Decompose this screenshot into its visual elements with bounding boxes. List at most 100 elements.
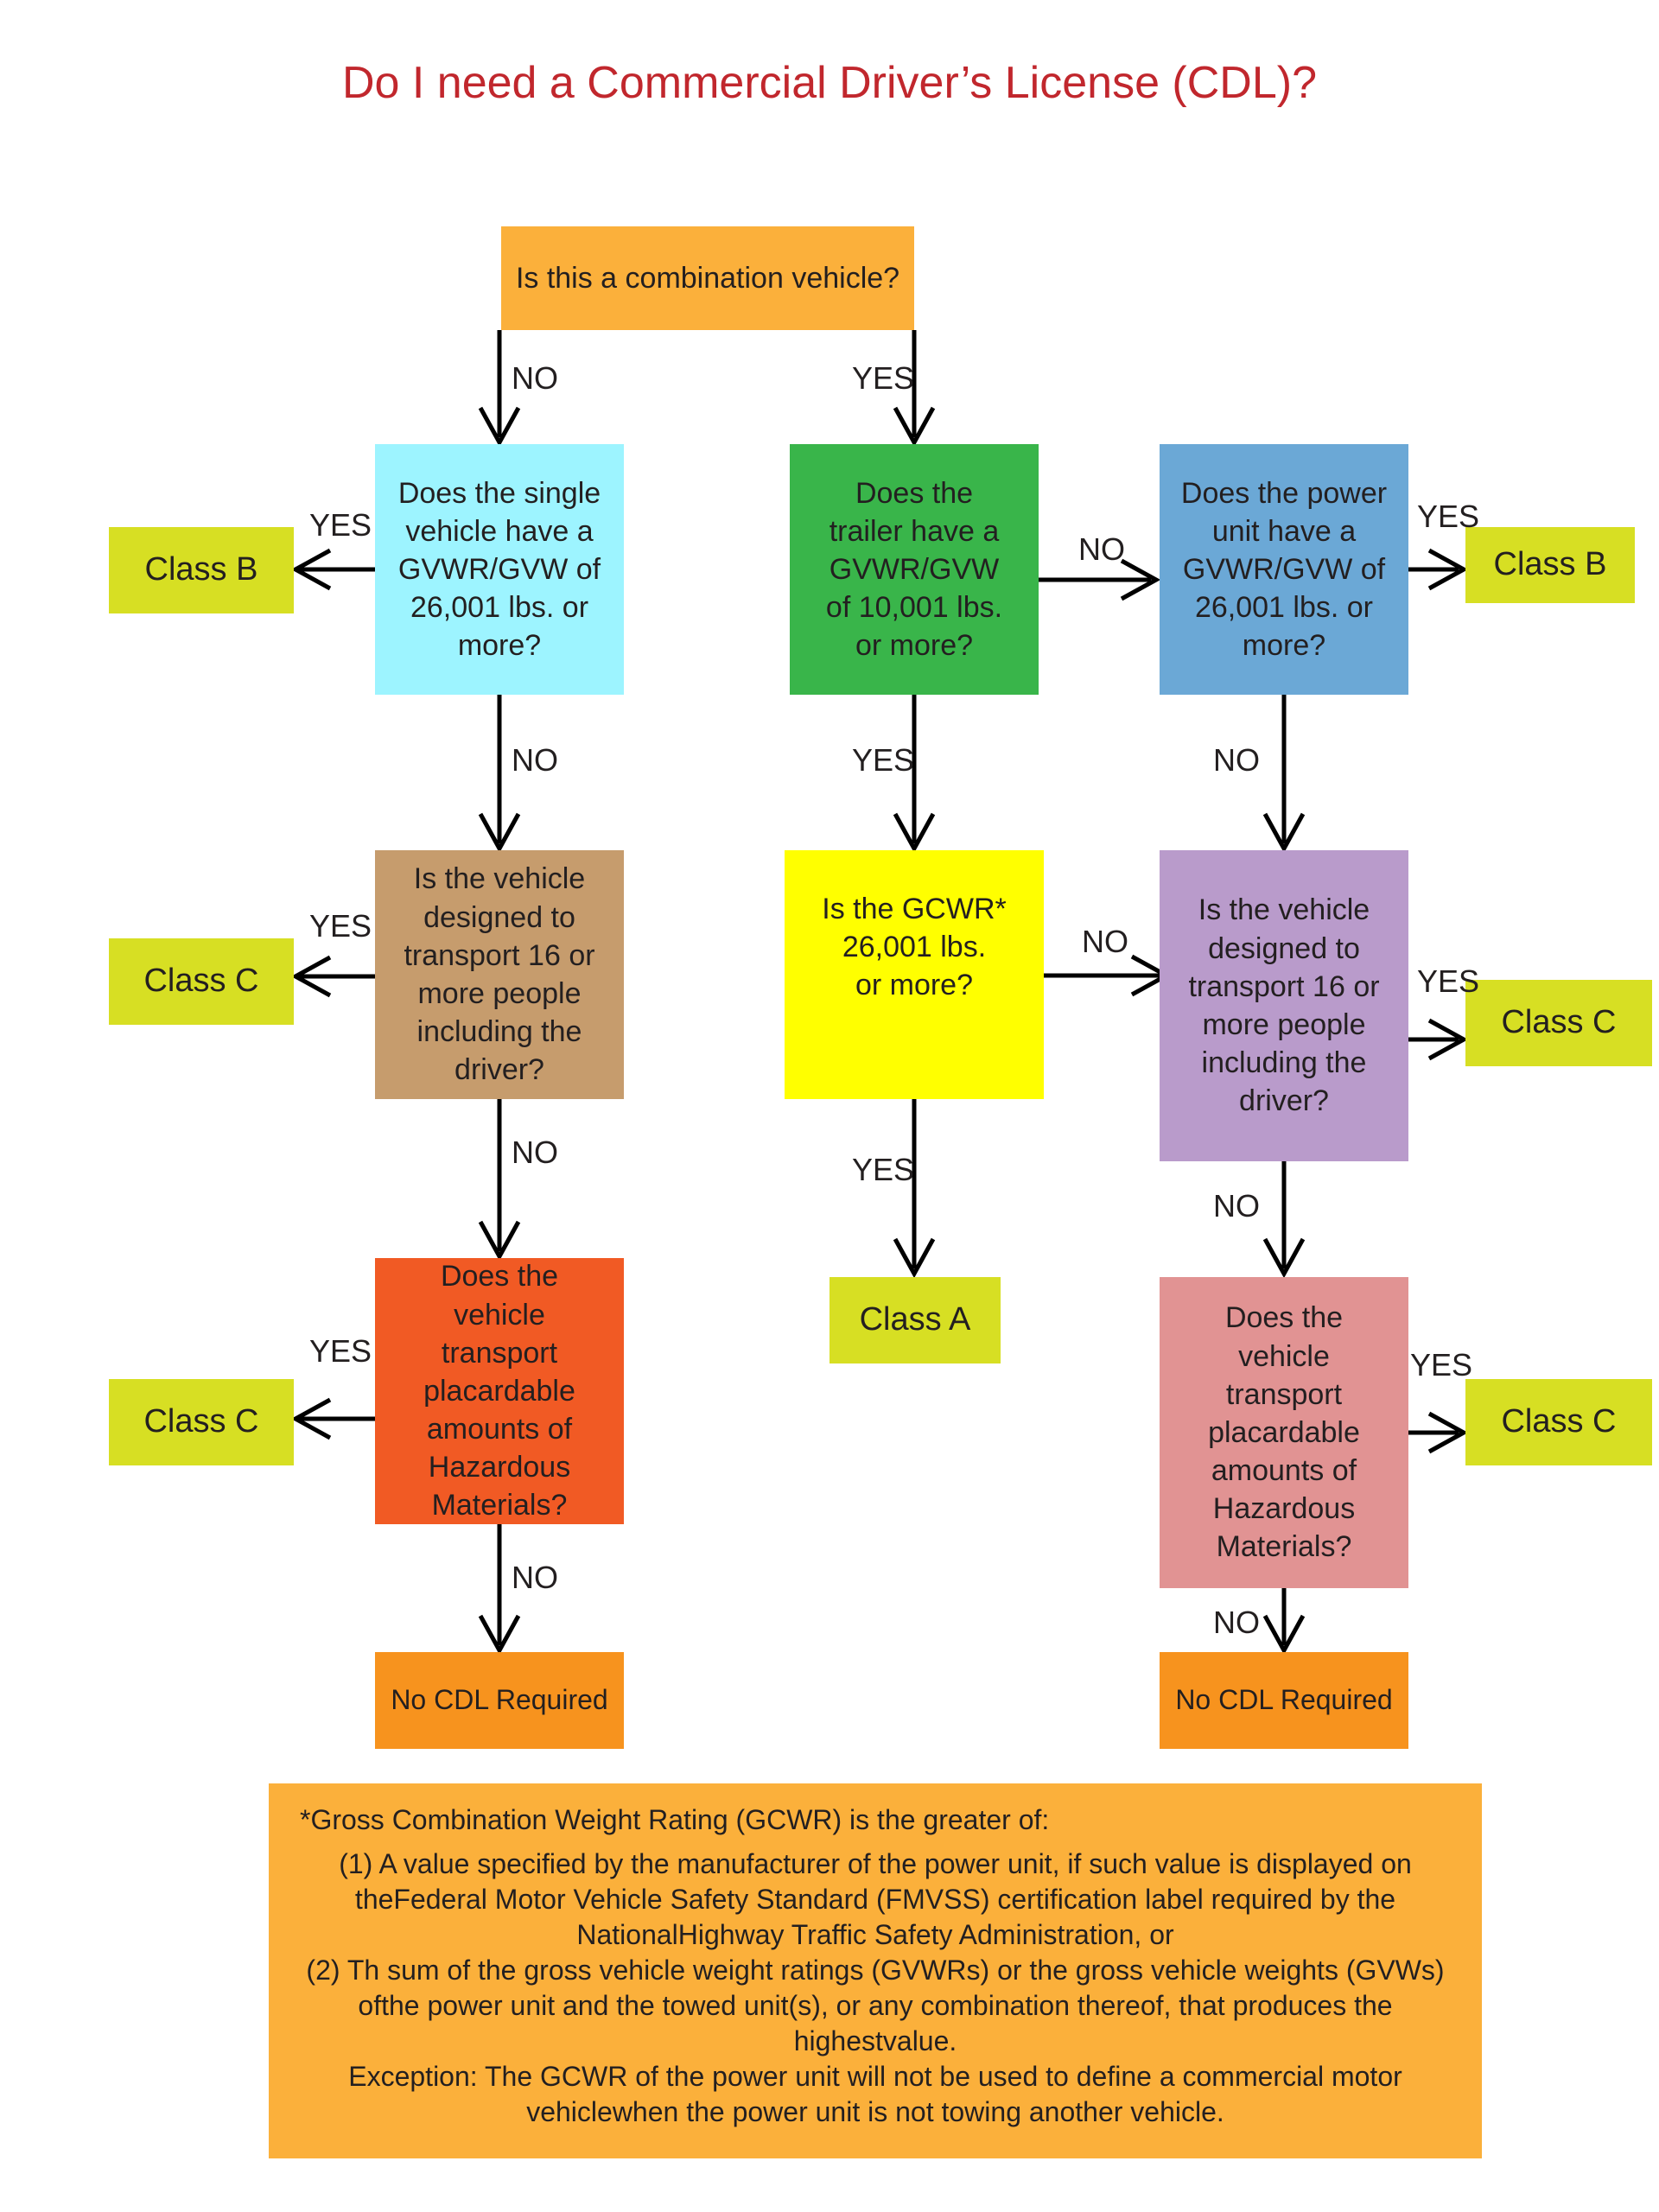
arrowhead-haz-left-yes: [290, 1397, 332, 1440]
decision-text-line: GVWR/GVW of: [1182, 552, 1386, 586]
edge-label-gcwr-no: NO: [1082, 924, 1128, 959]
arrowhead-start-no: [478, 406, 521, 448]
decision-single-vehicle-gvwr: Does the single vehicle have a GVWR/GVW of…: [375, 444, 624, 695]
edge-label-trailer-no: NO: [1078, 531, 1125, 567]
arrowhead-haz-left-no: [478, 1614, 521, 1656]
decision-text-line: vehicle: [1238, 1339, 1330, 1373]
decision-text-line: including the: [416, 1015, 582, 1049]
decision-text-line: amounts of: [426, 1413, 573, 1446]
decision-text-line: trailer have a: [829, 514, 1000, 548]
arrowhead-power-yes: [1427, 548, 1469, 591]
decision-text-line: driver?: [1239, 1084, 1329, 1118]
decision-text-line: transport 16 or: [404, 938, 595, 972]
decision-text-line: placardable: [1208, 1415, 1360, 1449]
footnote-item1-line: Federal Motor Vehicle Safety Standard (F…: [393, 1884, 1396, 1950]
result-class-c-passengers-left: Class C: [109, 938, 294, 1025]
decision-text-line: Is the vehicle: [1198, 893, 1370, 927]
decision-text-line: Does the: [440, 1260, 559, 1294]
decision-text-line: driver?: [454, 1053, 544, 1087]
decision-text-line: Hazardous: [428, 1451, 571, 1484]
decision-text-line: amounts of: [1211, 1454, 1357, 1488]
footnote-exception-line: Exception: The GCWR of the power unit wi…: [348, 2061, 1402, 2127]
decision-text-line: transport: [1225, 1377, 1343, 1411]
decision-text-line: more?: [1242, 629, 1326, 663]
footnote-item2-line: the power unit and the towed unit(s), or…: [381, 1990, 1393, 2056]
edge-label-haz-right-yes: YES: [1410, 1347, 1473, 1382]
gcwr-footnote: *Gross Combination Weight Rating (GCWR) …: [269, 1783, 1482, 2158]
decision-text-line: transport 16 or: [1188, 969, 1380, 1003]
result-class-b-right: Class B: [1465, 527, 1635, 603]
edge-label-gcwr-yes: YES: [852, 1152, 915, 1187]
arrowhead-pass-right-yes: [1427, 1018, 1469, 1061]
decision-text-line: 26,001 lbs. or: [1194, 591, 1373, 625]
decision-text-line: designed to: [423, 900, 575, 934]
footnote-intro: *Gross Combination Weight Rating (GCWR) …: [300, 1804, 1050, 1835]
footnote-item2-line: value.: [882, 2025, 957, 2056]
decision-text-line: 26,001 lbs. or: [410, 591, 589, 625]
decision-text-line: Hazardous: [1212, 1492, 1356, 1526]
footnote-exception-line: when the power unit is not towing anothe…: [612, 2096, 1224, 2127]
edge-label-haz-left-yes: YES: [309, 1333, 372, 1369]
edge-label-power-yes: YES: [1417, 499, 1480, 534]
arrowhead-single-yes: [290, 548, 332, 591]
result-class-c-hazmat-left: Class C: [109, 1379, 294, 1465]
edge-label-pass-right-yes: YES: [1417, 963, 1480, 999]
decision-text-line: of 10,001 lbs.: [825, 591, 1003, 625]
footnote-item2-line: (2) Th sum of the gross vehicle weight r…: [306, 1955, 1445, 2021]
decision-text-line: unit have a: [1211, 514, 1357, 548]
decision-text-line: Does the: [1224, 1301, 1344, 1335]
arrowhead-haz-right-no: [1262, 1614, 1306, 1656]
decision-text-line: Is the vehicle: [413, 862, 586, 896]
decision-text-line: or more?: [855, 629, 974, 663]
decision-power-unit-gvwr: Does the power unit have a GVWR/GVW of 26,0…: [1160, 444, 1408, 695]
footnote-item1-line: (1) A value specified by the manufacture…: [339, 1848, 1412, 1915]
result-no-cdl-left: No CDL Required: [375, 1652, 624, 1749]
result-class-c-passengers-right: Class C: [1465, 980, 1652, 1066]
decision-text-line: more people: [1202, 1008, 1366, 1041]
edge-label-single-no: NO: [512, 742, 558, 778]
decision-text-line: Does the power: [1180, 476, 1388, 510]
decision-text-line: including the: [1201, 1046, 1367, 1080]
edge-label-power-no: NO: [1213, 742, 1260, 778]
arrowhead-pass-right-no: [1262, 1237, 1306, 1279]
edge-label-pass-left-no: NO: [512, 1135, 558, 1170]
arrowhead-start-yes: [893, 406, 936, 448]
result-class-a: Class A: [830, 1277, 1001, 1363]
arrowhead-pass-left-yes: [290, 955, 332, 998]
arrowhead-trailer-yes: [893, 812, 936, 854]
edge-label-trailer-yes: YES: [852, 742, 915, 778]
decision-text-line: Does the: [855, 476, 974, 510]
decision-text-line: vehicle have a: [405, 514, 594, 548]
decision-text-line: Materials?: [431, 1489, 568, 1522]
decision-trailer-gvwr: Does the trailer have a GVWR/GVW of 10,001 …: [790, 444, 1039, 695]
decision-text-line: more people: [417, 977, 582, 1010]
decision-gcwr: Is the GCWR*26,001 lbs.or more?: [785, 850, 1044, 1099]
result-class-c-hazmat-right: Class C: [1465, 1379, 1652, 1465]
decision-text-line: Is the GCWR*: [822, 892, 1007, 925]
decision-passengers-left: Is the vehicle designed to transport 16 or…: [375, 850, 624, 1099]
decision-text-line: designed to: [1208, 931, 1360, 965]
arrowhead-gcwr-yes: [893, 1237, 936, 1279]
decision-hazmat-right: Does the vehicle transport placardable amoun…: [1160, 1277, 1408, 1588]
decision-text-line: Does the single: [397, 476, 601, 510]
decision-text-line: GVWR/GVW: [829, 552, 1000, 586]
footnote-item1-line: Highway Traffic Safety Administration, o…: [677, 1919, 1174, 1950]
result-no-cdl-right: No CDL Required: [1160, 1652, 1408, 1749]
edge-label-single-yes: YES: [309, 507, 372, 543]
decision-combination-vehicle: Is this a combination vehicle?: [501, 226, 914, 330]
arrowhead-power-no: [1262, 812, 1306, 854]
arrowhead-pass-left-no: [478, 1220, 521, 1262]
decision-text: Is this a combination vehicle?: [515, 261, 900, 295]
decision-text-line: more?: [457, 629, 542, 663]
arrowhead-single-no: [478, 812, 521, 854]
edge-label-haz-right-no: NO: [1213, 1605, 1260, 1640]
edge-label-pass-right-no: NO: [1213, 1188, 1260, 1224]
arrowhead-haz-right-yes: [1427, 1411, 1469, 1454]
arrowhead-trailer-no: [1120, 558, 1161, 601]
decision-text-line: placardable: [423, 1374, 575, 1408]
decision-text-line: GVWR/GVW of: [397, 552, 601, 586]
decision-text-line: vehicle: [454, 1298, 545, 1332]
page-title: Do I need a Commercial Driver’s License …: [341, 58, 1318, 108]
result-class-b-left: Class B: [109, 527, 294, 613]
